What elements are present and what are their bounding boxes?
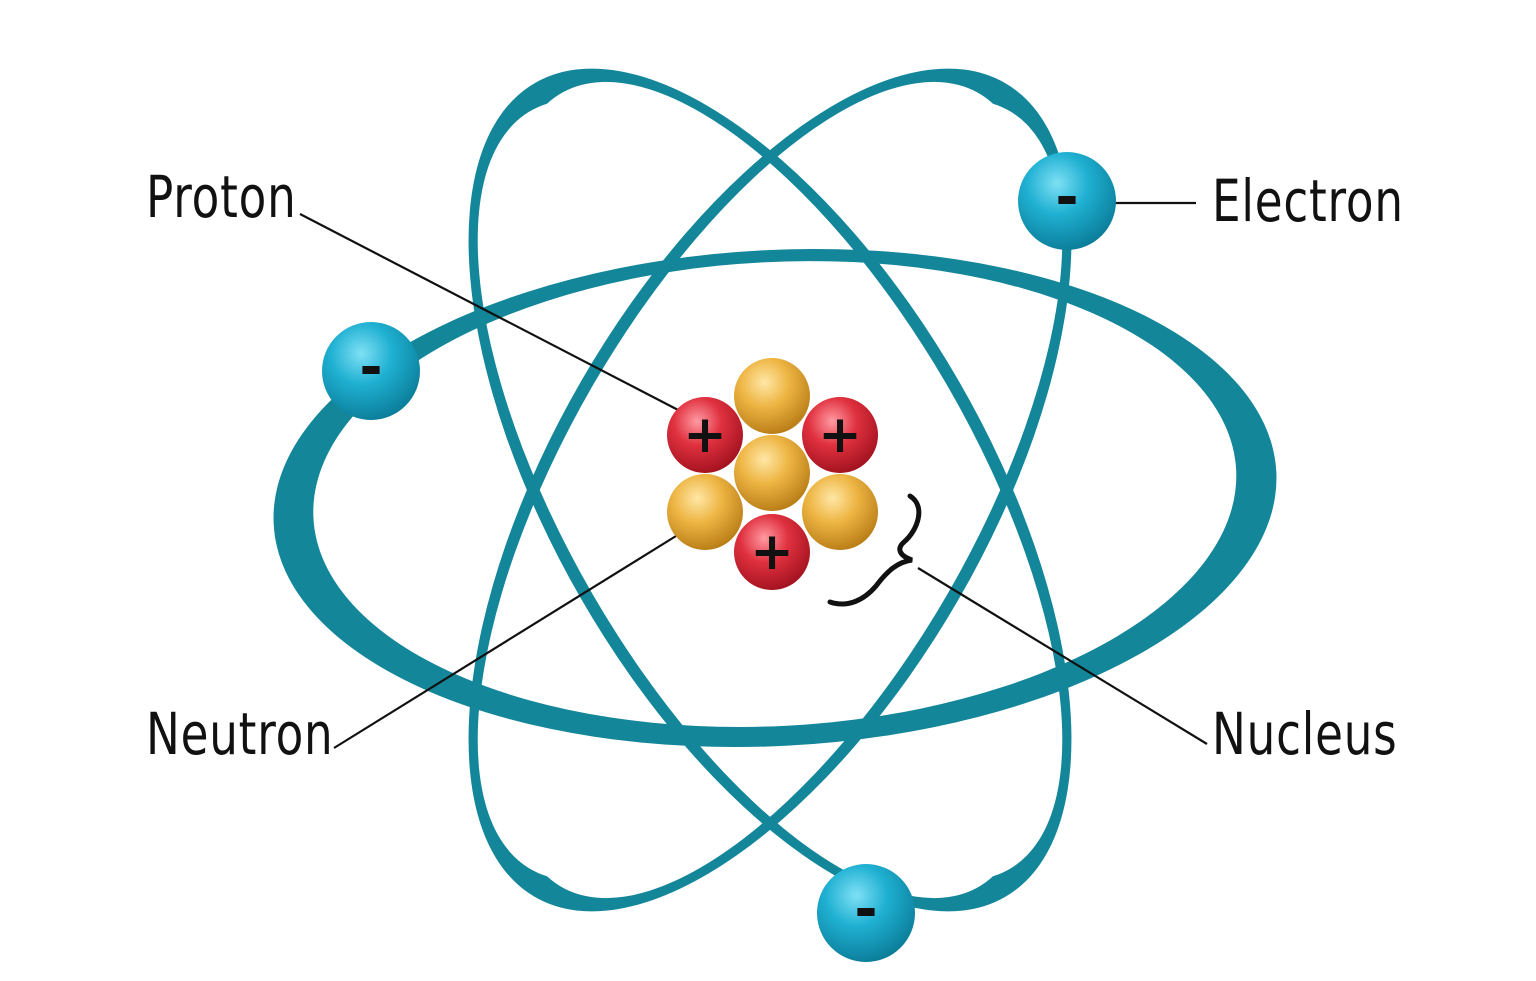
proton-label: Proton — [146, 163, 297, 231]
electrons: - - - — [322, 152, 1116, 962]
nucleus-label: Nucleus — [1212, 700, 1398, 768]
neutron-label: Neutron — [146, 700, 334, 768]
electron: - — [322, 322, 420, 420]
electron-minus-sign: - — [854, 877, 877, 942]
proton: + — [667, 397, 743, 473]
proton-leader-line — [299, 213, 683, 413]
nucleus-leader-line — [917, 567, 1208, 745]
neutron — [734, 358, 810, 434]
electron-label: Electron — [1212, 167, 1404, 235]
proton-plus-sign: + — [750, 522, 794, 582]
proton-plus-sign: + — [818, 405, 862, 465]
electron: - — [817, 864, 915, 962]
proton: + — [734, 514, 810, 590]
neutron — [802, 474, 878, 550]
leader-lines — [299, 201, 1208, 749]
neutron — [734, 435, 810, 511]
electron-minus-sign: - — [359, 335, 382, 400]
proton-plus-sign: + — [683, 405, 727, 465]
neutron-leader-line — [333, 535, 677, 749]
nucleus: + + + — [667, 358, 878, 590]
electron-minus-sign: - — [1055, 165, 1078, 230]
neutron — [667, 474, 743, 550]
nucleus-brace — [827, 493, 922, 607]
electron: - — [1018, 152, 1116, 250]
proton: + — [802, 397, 878, 473]
